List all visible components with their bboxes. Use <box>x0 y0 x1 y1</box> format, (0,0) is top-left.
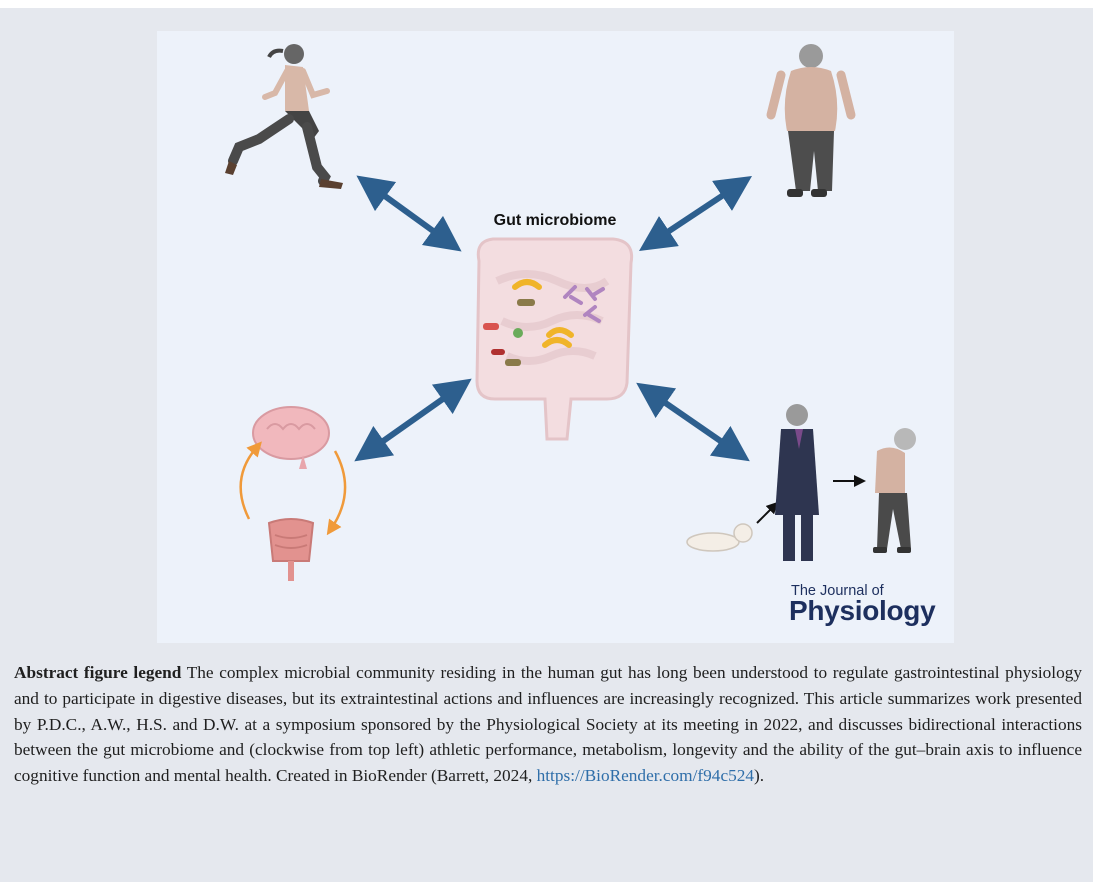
figure-illustration <box>157 31 954 643</box>
legend-tail: ). <box>754 766 764 785</box>
runner-figure <box>225 44 343 189</box>
gut-illustration <box>477 239 632 439</box>
abstract-panel: Gut microbiome The Journal of Physiology… <box>0 8 1093 882</box>
journal-name-line2: Physiology <box>789 595 935 627</box>
gut-microbiome-label: Gut microbiome <box>485 212 625 230</box>
longevity-figure <box>687 404 916 561</box>
arrow-top-right <box>654 186 737 241</box>
biorender-link[interactable]: https://BioRender.com/f94c524 <box>537 766 754 785</box>
figure-legend: Abstract figure legend The complex micro… <box>14 660 1082 789</box>
abstract-figure: Gut microbiome The Journal of Physiology <box>157 31 954 643</box>
legend-heading: Abstract figure legend <box>14 663 181 682</box>
gut-brain-axis-figure <box>241 407 345 581</box>
arrow-bottom-right <box>651 393 735 451</box>
arrow-top-left <box>371 186 447 241</box>
obese-person-figure <box>771 44 851 197</box>
arrow-bottom-left <box>369 389 457 451</box>
